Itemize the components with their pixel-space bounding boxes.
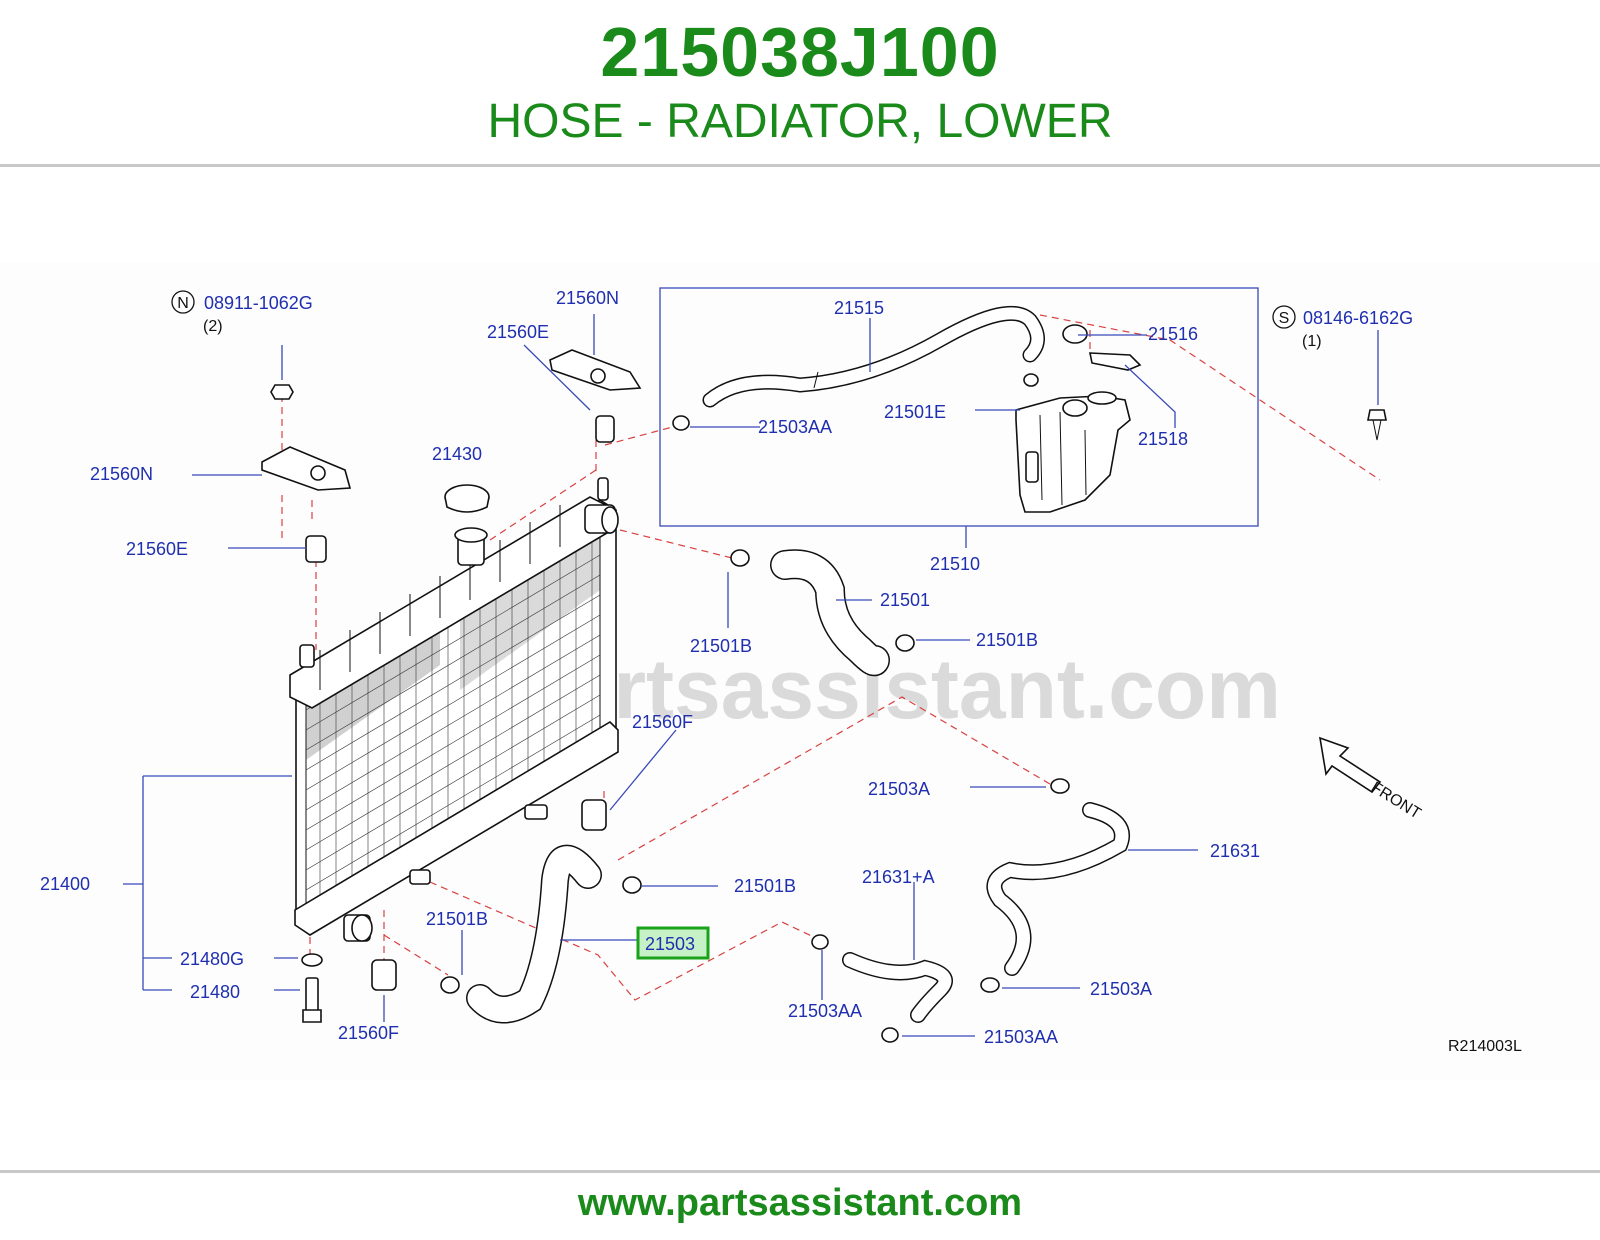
screw-08146 — [1367, 409, 1387, 441]
callout-labels: 08911-1062G (2) 21560N 21560E 21515 2151… — [40, 288, 1522, 1055]
callout-21560E-top: 21560E — [487, 322, 549, 342]
callout-21560F-right: 21560F — [632, 712, 693, 732]
mount-bracket-21560N-left — [261, 446, 352, 491]
parts-diagram-svg: www.partsassistant.com — [0, 262, 1600, 1080]
leader-lines — [123, 314, 1379, 1037]
symbol-N-circle — [171, 290, 195, 314]
radiator-21400 — [289, 477, 619, 942]
callout-21510: 21510 — [930, 554, 980, 574]
page-header: 215038J100 HOSE - RADIATOR, LOWER — [0, 0, 1600, 168]
callout-21430: 21430 — [432, 444, 482, 464]
footer-divider — [0, 1170, 1600, 1173]
callout-08146-6162G: 08146-6162G — [1303, 308, 1413, 328]
diagram-ref-code: R214003L — [1448, 1038, 1522, 1055]
nut-08911 — [270, 384, 294, 400]
symbol-N: N — [177, 295, 189, 312]
insulator-21560E-top — [595, 415, 615, 443]
callout-08146-qty: (1) — [1302, 333, 1322, 350]
parts-diagram: www.partsassistant.com — [0, 262, 1600, 1080]
washer-21480G — [301, 953, 323, 967]
callout-21560N-top: 21560N — [556, 288, 619, 308]
reservoir-cap-21516 — [1062, 324, 1088, 344]
callout-21501B-lower-left: 21501B — [426, 909, 488, 929]
bolt-21480 — [302, 977, 322, 1023]
callout-21518: 21518 — [1138, 429, 1188, 449]
callout-21560F-bottom: 21560F — [338, 1023, 399, 1043]
footer-url[interactable]: www.partsassistant.com — [577, 1182, 1023, 1224]
bracket-21518 — [1089, 352, 1142, 371]
callout-08911-qty: (2) — [203, 318, 223, 335]
callout-21631A: 21631+A — [862, 867, 935, 887]
callout-21503A-bottom: 21503A — [1090, 979, 1152, 999]
callout-21515: 21515 — [834, 298, 884, 318]
symbol-S-circle — [1272, 305, 1296, 329]
reservoir-hose-21515 — [702, 305, 1045, 408]
reservoir-tank-21510 — [1015, 391, 1131, 513]
callout-21503-highlighted[interactable]: 21503 — [645, 934, 695, 954]
callout-21501: 21501 — [880, 590, 930, 610]
callout-21501B-lower-right: 21501B — [734, 876, 796, 896]
callout-21503A-top: 21503A — [868, 779, 930, 799]
part-number-title: 215038J100 — [600, 13, 1000, 91]
callout-21503AA-top: 21503AA — [758, 417, 832, 437]
upper-hose-21501 — [770, 549, 890, 677]
callout-21516: 21516 — [1148, 324, 1198, 344]
lower-hose-21503 — [466, 844, 602, 1024]
insulator-21560E-left — [305, 535, 327, 563]
callout-21560E-left: 21560E — [126, 539, 188, 559]
header-divider — [0, 164, 1600, 167]
callout-21631: 21631 — [1210, 841, 1260, 861]
callout-21501B-upper-left: 21501B — [690, 636, 752, 656]
callout-21480: 21480 — [190, 982, 240, 1002]
reservoir-group-box — [659, 287, 1259, 527]
symbol-S: S — [1279, 310, 1290, 327]
mount-bracket-21560N-top — [549, 349, 642, 391]
radiator-cap-21430 — [444, 484, 490, 513]
hose-21631A — [842, 952, 953, 1023]
insulator-21560F-right — [581, 799, 607, 831]
highlight-box-21503[interactable] — [636, 926, 710, 960]
insulator-21560F-bottom — [371, 959, 397, 991]
callout-08911-1062G: 08911-1062G — [204, 293, 313, 313]
callout-21501E: 21501E — [884, 402, 946, 422]
callout-21503AA-bottom: 21503AA — [984, 1027, 1058, 1047]
hose-clamps — [440, 373, 1070, 1043]
callout-21480G: 21480G — [180, 949, 244, 969]
callout-21560N-left: 21560N — [90, 464, 153, 484]
callout-21503AA-mid: 21503AA — [788, 1001, 862, 1021]
part-description: HOSE - RADIATOR, LOWER — [487, 95, 1113, 148]
hose-21631 — [986, 802, 1130, 976]
callout-21501B-upper-right: 21501B — [976, 630, 1038, 650]
callout-21400: 21400 — [40, 874, 90, 894]
